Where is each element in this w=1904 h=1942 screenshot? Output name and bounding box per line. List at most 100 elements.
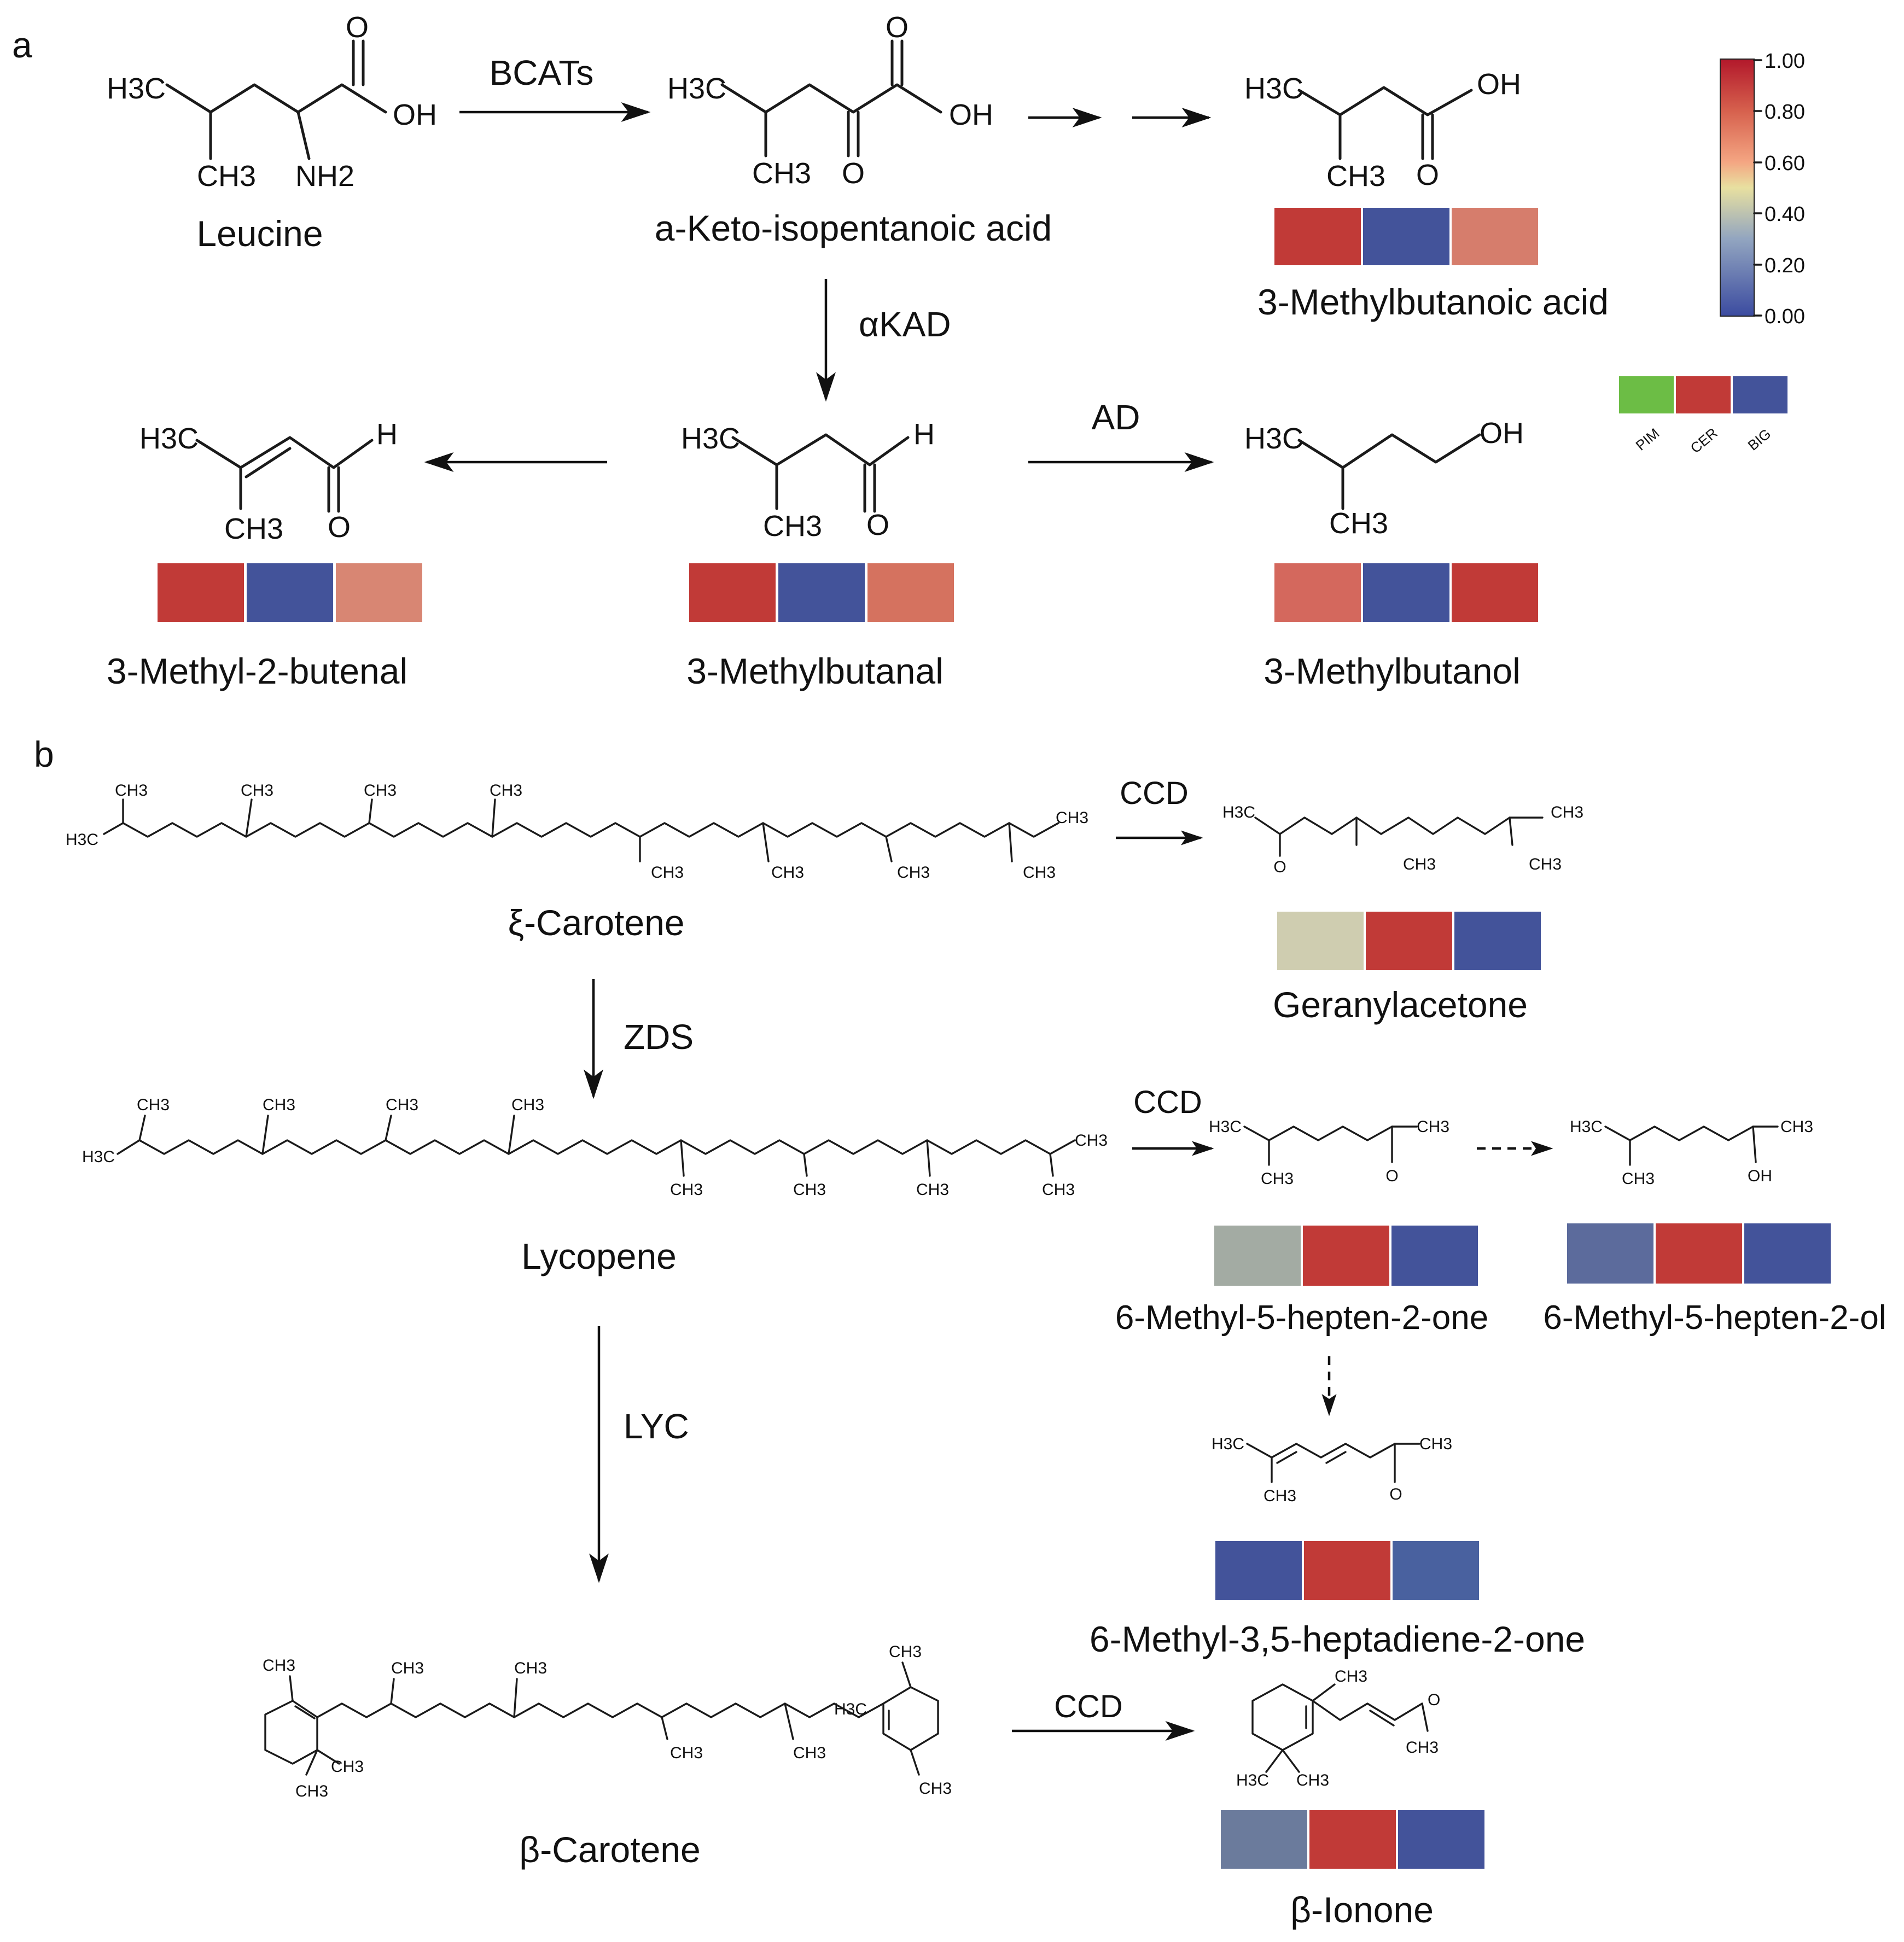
enzyme-akad: αKAD (859, 305, 951, 344)
compound-methylheptenone: 6-Methyl-5-hepten-2-one (1115, 1299, 1488, 1337)
legend-swatch-pim (1619, 376, 1674, 413)
leucine-structure: H3C CH3 NH2 O OH (107, 11, 437, 193)
heatmap-cell-pim (1274, 563, 1361, 622)
legend-swatch-cer (1676, 376, 1731, 413)
heatmap-cell-big (336, 563, 422, 622)
heatmap-cell-big (1398, 1810, 1484, 1869)
atom-h3c: H3C (1222, 803, 1255, 821)
panel-label-b: b (34, 734, 54, 774)
atom-h3c: H3C (82, 1148, 115, 1166)
heatmap-cell-cer (1656, 1223, 1742, 1284)
atom-ch3: CH3 (1023, 864, 1056, 882)
compound-lycopene: Lycopene (521, 1236, 677, 1276)
atom-h: H (376, 418, 398, 451)
xi-carotene-structure: H3C CH3 CH3 CH3 CH3 CH3 CH3 CH3 CH3 CH3 (66, 782, 1088, 882)
atom-ch3: CH3 (1403, 855, 1436, 873)
colorbar-tick: 0.60 (1765, 152, 1805, 175)
heatmap-cell-big (1391, 1226, 1478, 1286)
beta-ionone-structure: CH3 O CH3 H3C CH3 (1236, 1667, 1440, 1789)
atom-ch3: CH3 (263, 1096, 295, 1114)
atom-h3c: H3C (681, 422, 740, 455)
atom-h3c: H3C (667, 72, 726, 105)
atom-ch3: CH3 (670, 1181, 703, 1199)
compound-methylbutanal: 3-Methylbutanal (686, 651, 944, 691)
enzyme-ad: AD (1092, 398, 1140, 437)
atom-ch3: CH3 (364, 782, 397, 800)
heatmap-cell-big (1454, 912, 1541, 970)
atom-ch3: CH3 (1417, 1118, 1449, 1136)
atom-ch3: CH3 (1406, 1739, 1439, 1757)
atom-ch3: CH3 (490, 782, 522, 800)
atom-h: H (913, 418, 935, 451)
colorbar-tick: 0.80 (1765, 101, 1805, 124)
legend-label-cer: CER (1687, 424, 1721, 456)
compound-xi-carotene: ξ-Carotene (508, 902, 684, 943)
atom-ch3: CH3 (1551, 803, 1583, 821)
heatmap-cell-cer (1309, 1810, 1396, 1869)
compound-methylheptenol: 6-Methyl-5-hepten-2-ol (1543, 1299, 1886, 1337)
compound-keto-acid: a-Keto-isopentanoic acid (655, 208, 1052, 248)
atom-ch3: CH3 (1261, 1170, 1294, 1188)
enzyme-ccd: CCD (1133, 1084, 1202, 1120)
legend-label-big: BIG (1745, 425, 1774, 454)
atom-ch3: CH3 (1326, 160, 1385, 193)
colorbar-tick: 0.40 (1765, 203, 1805, 226)
atom-o: O (1273, 858, 1286, 876)
enzyme-bcats: BCATs (490, 53, 594, 92)
compound-methylbutanoic-acid: 3-Methylbutanoic acid (1257, 282, 1609, 322)
heatmap-cell-big (1744, 1223, 1831, 1284)
atom-ch3: CH3 (752, 157, 811, 190)
atom-ch3: CH3 (771, 864, 804, 882)
atom-ch3: CH3 (511, 1096, 544, 1114)
heatmap-cell-pim (1277, 912, 1364, 970)
atom-o: O (886, 11, 909, 44)
atom-o: O (1389, 1485, 1402, 1503)
atom-o: O (1385, 1167, 1398, 1185)
heatmap-cell-pim (1214, 1226, 1301, 1286)
heatmap-methylbutanal (689, 563, 954, 622)
atom-ch3: CH3 (1263, 1487, 1296, 1505)
heatmap-cell-pim (158, 563, 244, 622)
atom-h3c: H3C (834, 1700, 867, 1718)
atom-h3c: H3C (1244, 72, 1303, 105)
methylheptenone-structure: H3C CH3 O CH3 (1209, 1118, 1449, 1188)
heatmap-cell-pim (1215, 1541, 1302, 1600)
heatmap-methylbutanoic-acid (1274, 208, 1538, 265)
atom-ch3: CH3 (137, 1096, 170, 1114)
beta-carotene-structure: CH3 CH3 CH3 CH3 CH3 CH3 CH3 CH3 H3C CH3 (263, 1643, 952, 1800)
atom-o: O (1416, 159, 1439, 191)
colorbar-tick: 0.20 (1765, 254, 1805, 277)
atom-ch3: CH3 (1042, 1181, 1075, 1199)
atom-ch3: CH3 (1529, 855, 1562, 873)
atom-ch3: CH3 (763, 510, 822, 543)
atom-oh: OH (393, 98, 437, 131)
heatmap-cell-cer (247, 563, 333, 622)
heatmap-methylheptadienone (1215, 1541, 1479, 1600)
heatmap-cell-pim (1221, 1810, 1307, 1869)
heatmap-methylheptenol (1567, 1223, 1831, 1284)
lycopene-structure: H3C CH3 CH3 CH3 CH3 CH3 CH3 CH3 CH3 CH3 (82, 1096, 1108, 1199)
atom-ch3: CH3 (1419, 1435, 1452, 1453)
atom-h3c: H3C (139, 422, 199, 455)
compound-geranylacetone: Geranylacetone (1273, 984, 1528, 1025)
atom-nh2: NH2 (295, 160, 354, 193)
heatmap-cell-pim (1567, 1223, 1653, 1284)
methylbutanoic-acid-structure: H3C CH3 O OH (1244, 68, 1521, 193)
keto-acid-structure: H3C CH3 O O OH (667, 11, 993, 190)
heatmap-cell-cer (778, 563, 865, 622)
atom-ch3: CH3 (916, 1181, 949, 1199)
atom-ch3: CH3 (1296, 1771, 1329, 1789)
atom-ch3: CH3 (295, 1782, 328, 1800)
atom-h3c: H3C (1244, 422, 1303, 455)
heatmap-cell-cer (1363, 563, 1449, 622)
atom-oh: OH (1477, 68, 1521, 101)
atom-ch3: CH3 (1335, 1667, 1367, 1686)
compound-methylheptadienone: 6-Methyl-3,5-heptadiene-2-one (1090, 1619, 1585, 1659)
heatmap-cell-big (867, 563, 954, 622)
enzyme-zds: ZDS (624, 1017, 694, 1057)
heatmap-cell-cer (1304, 1541, 1390, 1600)
heatmap-methyl-butenal (158, 563, 422, 622)
enzyme-ccd: CCD (1054, 1689, 1123, 1724)
legend-label-pim: PIM (1633, 425, 1663, 454)
